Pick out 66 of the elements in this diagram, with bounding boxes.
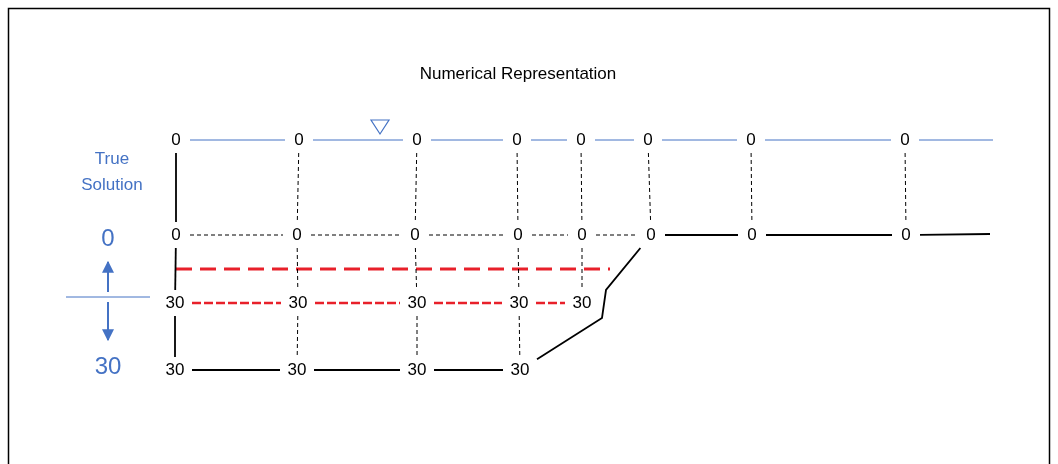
grid-value: 0	[162, 127, 190, 153]
connector-line	[315, 301, 400, 305]
connector-line	[904, 152, 907, 223]
grid-value: 0	[401, 222, 429, 248]
grid-value: 0	[567, 127, 595, 153]
grid-value: 30	[158, 290, 192, 316]
connector-line	[428, 234, 505, 236]
grid-value: 0	[162, 222, 190, 248]
connector-line	[433, 369, 504, 371]
connector-line	[189, 234, 284, 236]
connector-line	[312, 139, 404, 141]
connector-line	[416, 315, 418, 358]
connector-line	[434, 301, 502, 305]
grid-value: 0	[737, 127, 765, 153]
grid-value: 0	[568, 222, 596, 248]
connector-line	[296, 315, 299, 358]
grid-value: 0	[891, 127, 919, 153]
connector-line	[661, 139, 738, 141]
connector-line	[919, 233, 991, 236]
grid-value: 30	[158, 357, 192, 383]
connector-line	[174, 315, 176, 358]
grid-value: 0	[504, 222, 532, 248]
grid-value: 0	[503, 127, 531, 153]
grid-value: 30	[502, 290, 536, 316]
connector-line	[414, 152, 418, 223]
connector-line	[594, 139, 635, 141]
connector-line	[531, 234, 569, 236]
connector-line	[191, 369, 281, 371]
grid-value: 30	[400, 290, 434, 316]
connector-line	[310, 234, 402, 236]
connector-line	[175, 152, 177, 223]
connector-line	[536, 247, 642, 361]
connector-line	[189, 139, 286, 141]
connector-line	[765, 234, 893, 236]
grid-value: 30	[400, 357, 434, 383]
axis-value: 0	[100, 223, 116, 253]
connector-line	[192, 301, 281, 305]
connector-line	[516, 152, 519, 223]
grid-value: 0	[285, 127, 313, 153]
connector-line	[536, 301, 565, 305]
title: Numerical Representation	[418, 64, 618, 84]
connector-line	[750, 152, 753, 223]
grid-value: 0	[403, 127, 431, 153]
grid-value: 30	[280, 357, 314, 383]
grid-value: 0	[634, 127, 662, 153]
grid-value: 0	[283, 222, 311, 248]
connector-line	[313, 369, 401, 371]
connector-line	[530, 139, 568, 141]
grid-value: 0	[637, 222, 665, 248]
connector-line	[174, 247, 177, 291]
grid-value: 30	[281, 290, 315, 316]
connector-line	[764, 139, 892, 141]
connector-line	[518, 315, 521, 358]
grid-value: 30	[503, 357, 537, 383]
connector-line	[664, 234, 739, 236]
connector-line	[580, 152, 583, 223]
grid-value: 0	[738, 222, 766, 248]
connector-line	[918, 139, 994, 141]
axis-title: True Solution	[80, 148, 144, 196]
connector-line	[296, 152, 300, 223]
grid-value: 30	[565, 290, 599, 316]
connector-line	[647, 152, 652, 223]
connector-line	[595, 234, 638, 236]
axis-value: 30	[93, 351, 123, 381]
grid-value: 0	[892, 222, 920, 248]
connector-line	[430, 139, 504, 141]
